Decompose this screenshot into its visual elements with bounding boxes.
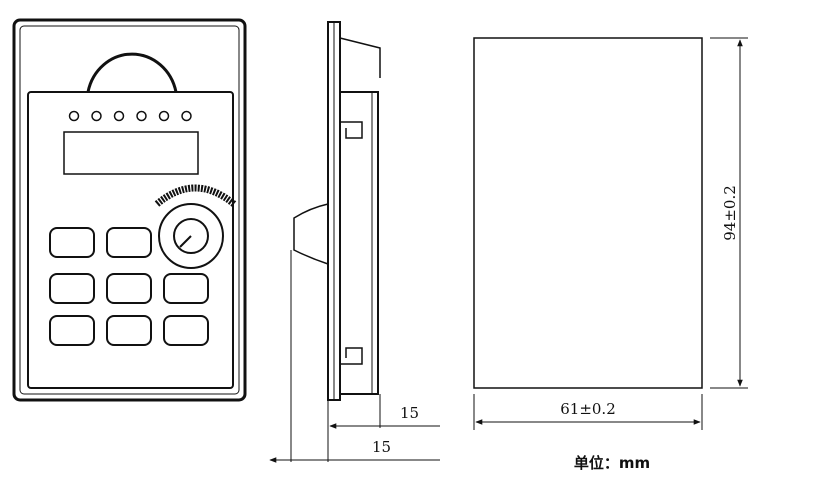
keypad-key[interactable] xyxy=(163,273,209,304)
depth-dim-label-top: 15 xyxy=(400,404,419,422)
indicator-led xyxy=(136,110,147,122)
keypad-key[interactable] xyxy=(163,315,209,346)
keypad-key[interactable] xyxy=(106,315,152,346)
front-view xyxy=(12,18,247,402)
side-clip-top xyxy=(340,121,363,139)
side-body xyxy=(339,91,379,395)
indicator-led xyxy=(113,110,125,122)
side-bracket-top xyxy=(339,37,381,78)
keypad-key[interactable] xyxy=(106,273,152,304)
panel-cutout xyxy=(473,37,703,389)
height-dim-label: 94±0.2 xyxy=(721,185,739,241)
indicator-led xyxy=(91,110,102,122)
keypad-key[interactable] xyxy=(49,227,95,258)
side-clip-bottom xyxy=(340,347,363,365)
knob-pointer xyxy=(179,235,192,248)
handle-arc xyxy=(86,52,178,93)
knob-outer-ring[interactable] xyxy=(158,203,224,269)
indicator-led xyxy=(181,110,192,122)
keypad xyxy=(49,227,209,346)
panel-face xyxy=(27,91,234,389)
front-inner-frame xyxy=(19,25,240,395)
knob[interactable] xyxy=(173,218,209,254)
display-window xyxy=(63,131,199,175)
width-dim-label: 61±0.2 xyxy=(560,400,616,418)
indicator-leds xyxy=(68,110,192,122)
indicator-led xyxy=(68,110,80,122)
keypad-key[interactable] xyxy=(106,227,152,258)
depth-dim-label-bottom: 15 xyxy=(372,438,391,456)
side-view: 15 15 xyxy=(269,21,440,463)
side-knob-profile xyxy=(293,203,329,265)
cutout-view: 94±0.2 61±0.2 单位：mm xyxy=(473,37,748,472)
front-outer-frame xyxy=(12,18,247,402)
keypad-key[interactable] xyxy=(49,273,95,304)
knob-scale-arc xyxy=(154,184,237,207)
keypad-key[interactable] xyxy=(49,315,95,346)
unit-label: 单位：mm xyxy=(574,454,650,472)
indicator-led xyxy=(158,110,170,122)
